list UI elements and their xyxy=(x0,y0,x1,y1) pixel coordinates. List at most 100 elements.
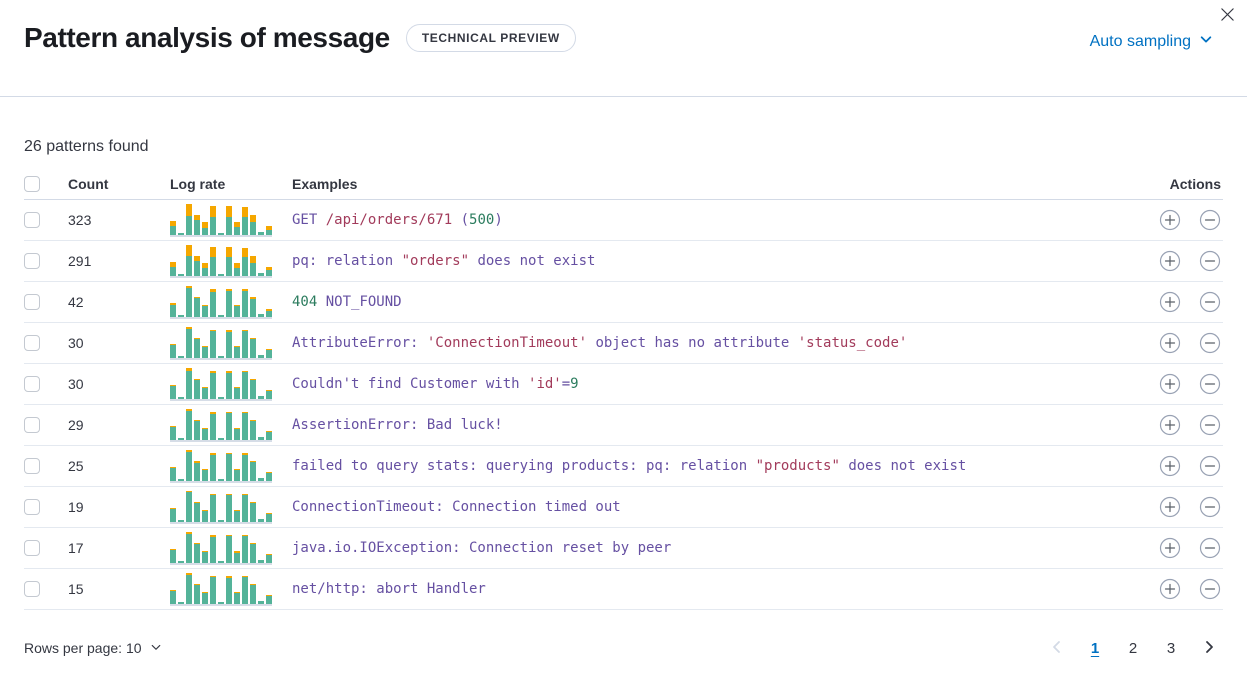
table-header: Count Log rate Examples Actions xyxy=(24,169,1223,200)
actions-cell xyxy=(1139,496,1223,518)
plus-in-circle-icon xyxy=(1159,250,1181,275)
minus-in-circle-icon xyxy=(1199,250,1221,275)
previous-page-button[interactable] xyxy=(1043,634,1071,662)
filter-in-pattern-button[interactable] xyxy=(1159,291,1181,313)
count-cell: 29 xyxy=(68,417,84,433)
plus-in-circle-icon xyxy=(1159,496,1181,521)
technical-preview-badge: TECHNICAL PREVIEW xyxy=(405,24,576,52)
next-page-button[interactable] xyxy=(1195,634,1223,662)
flyout-header: Pattern analysis of message TECHNICAL PR… xyxy=(0,0,1247,97)
table-row: 291 pq: relation "orders" does not exist xyxy=(24,241,1223,282)
row-checkbox[interactable] xyxy=(24,335,40,351)
row-checkbox[interactable] xyxy=(24,417,40,433)
page-title: Pattern analysis of message xyxy=(24,22,390,53)
log-rate-sparkline xyxy=(170,531,272,565)
column-header-log-rate: Log rate xyxy=(170,176,226,192)
filter-out-pattern-button[interactable] xyxy=(1199,578,1221,600)
patterns-found-count: 26 patterns found xyxy=(24,138,149,155)
filter-in-pattern-button[interactable] xyxy=(1159,496,1181,518)
filter-in-pattern-button[interactable] xyxy=(1159,455,1181,477)
filter-in-pattern-button[interactable] xyxy=(1159,537,1181,559)
row-checkbox[interactable] xyxy=(24,499,40,515)
chevron-left-icon xyxy=(1049,639,1065,658)
table-row: 17 java.io.IOException: Connection reset… xyxy=(24,528,1223,569)
filter-out-pattern-button[interactable] xyxy=(1199,250,1221,272)
row-checkbox[interactable] xyxy=(24,294,40,310)
chevron-right-icon xyxy=(1201,639,1217,658)
plus-in-circle-icon xyxy=(1159,291,1181,316)
filter-out-pattern-button[interactable] xyxy=(1199,414,1221,436)
table-row: 15 net/http: abort Handler xyxy=(24,569,1223,610)
row-checkbox[interactable] xyxy=(24,540,40,556)
page-number-1[interactable]: 1 xyxy=(1081,634,1109,662)
sampling-dropdown[interactable]: Auto sampling xyxy=(1090,32,1213,51)
count-cell: 17 xyxy=(68,540,84,556)
count-cell: 323 xyxy=(68,212,92,228)
filter-in-pattern-button[interactable] xyxy=(1159,373,1181,395)
actions-cell xyxy=(1139,373,1223,395)
actions-cell xyxy=(1139,291,1223,313)
minus-in-circle-icon xyxy=(1199,414,1221,439)
count-cell: 30 xyxy=(68,335,84,351)
example-text: ConnectionTimeout: Connection timed out xyxy=(292,499,621,515)
page-number-3[interactable]: 3 xyxy=(1157,634,1185,662)
log-rate-sparkline xyxy=(170,326,272,360)
minus-in-circle-icon xyxy=(1199,455,1221,480)
filter-out-pattern-button[interactable] xyxy=(1199,291,1221,313)
content: 26 patterns found Count Log rate Example… xyxy=(0,138,1247,610)
filter-in-pattern-button[interactable] xyxy=(1159,250,1181,272)
column-header-examples: Examples xyxy=(292,176,358,192)
plus-in-circle-icon xyxy=(1159,209,1181,234)
count-cell: 25 xyxy=(68,458,84,474)
close-icon xyxy=(1220,7,1235,25)
log-rate-sparkline xyxy=(170,244,272,278)
filter-in-pattern-button[interactable] xyxy=(1159,414,1181,436)
table-body: 323 GET /api/orders/671 (500) 291 pq: re… xyxy=(24,200,1223,610)
filter-out-pattern-button[interactable] xyxy=(1199,537,1221,559)
filter-in-pattern-button[interactable] xyxy=(1159,209,1181,231)
row-checkbox[interactable] xyxy=(24,581,40,597)
example-text: failed to query stats: querying products… xyxy=(292,458,967,474)
filter-out-pattern-button[interactable] xyxy=(1199,332,1221,354)
column-header-actions: Actions xyxy=(1169,176,1221,192)
column-header-count: Count xyxy=(68,176,109,192)
actions-cell xyxy=(1139,414,1223,436)
filter-out-pattern-button[interactable] xyxy=(1199,373,1221,395)
minus-in-circle-icon xyxy=(1199,537,1221,562)
table-row: 323 GET /api/orders/671 (500) xyxy=(24,200,1223,241)
row-checkbox[interactable] xyxy=(24,253,40,269)
example-text: pq: relation "orders" does not exist xyxy=(292,253,596,269)
log-rate-sparkline xyxy=(170,367,272,401)
row-checkbox[interactable] xyxy=(24,458,40,474)
plus-in-circle-icon xyxy=(1159,578,1181,603)
count-cell: 42 xyxy=(68,294,84,310)
filter-out-pattern-button[interactable] xyxy=(1199,455,1221,477)
close-button[interactable] xyxy=(1213,2,1241,30)
select-all-checkbox[interactable] xyxy=(24,176,40,192)
filter-in-pattern-button[interactable] xyxy=(1159,578,1181,600)
example-text: net/http: abort Handler xyxy=(292,581,486,597)
filter-out-pattern-button[interactable] xyxy=(1199,496,1221,518)
actions-cell xyxy=(1139,537,1223,559)
chevron-down-icon xyxy=(1199,32,1213,51)
example-text: 404 NOT_FOUND xyxy=(292,294,402,310)
rows-per-page-label: Rows per page: 10 xyxy=(24,640,142,656)
plus-in-circle-icon xyxy=(1159,414,1181,439)
row-checkbox[interactable] xyxy=(24,376,40,392)
log-rate-sparkline xyxy=(170,449,272,483)
table-row: 30 Couldn't find Customer with 'id'=9 xyxy=(24,364,1223,405)
table-row: 19 ConnectionTimeout: Connection timed o… xyxy=(24,487,1223,528)
log-rate-sparkline xyxy=(170,203,272,237)
rows-per-page-dropdown[interactable]: Rows per page: 10 xyxy=(24,640,162,656)
table-row: 29 AssertionError: Bad luck! xyxy=(24,405,1223,446)
filter-in-pattern-button[interactable] xyxy=(1159,332,1181,354)
row-checkbox[interactable] xyxy=(24,212,40,228)
filter-out-pattern-button[interactable] xyxy=(1199,209,1221,231)
log-rate-sparkline xyxy=(170,408,272,442)
actions-cell xyxy=(1139,209,1223,231)
example-text: java.io.IOException: Connection reset by… xyxy=(292,540,672,556)
minus-in-circle-icon xyxy=(1199,578,1221,603)
page-number-2[interactable]: 2 xyxy=(1119,634,1147,662)
